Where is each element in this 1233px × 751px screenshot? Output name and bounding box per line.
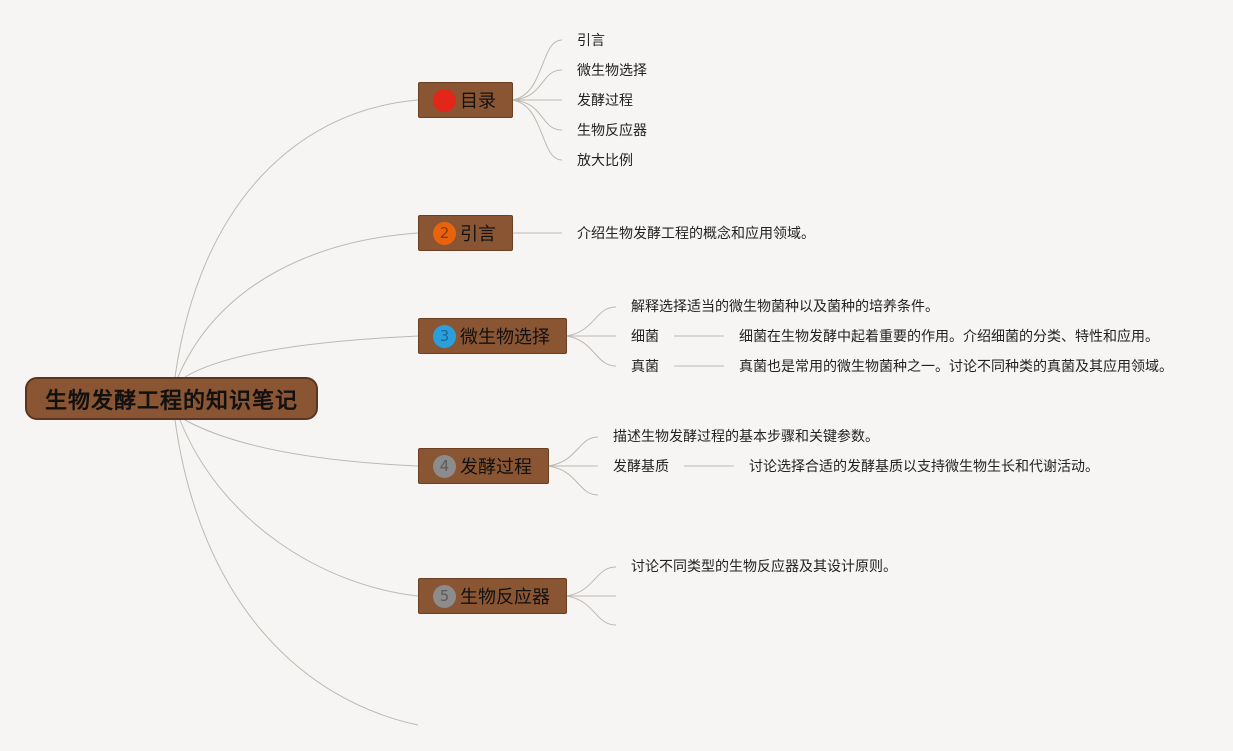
leaf-fungi[interactable]: 真菌 [631, 359, 659, 375]
badge-icon-1: 1 [433, 88, 456, 112]
connector-root-topic5 [179, 419, 419, 597]
connector-root-topic3 [184, 335, 419, 378]
topic-label: 生物反应器 [460, 587, 550, 608]
leaf-bacteria-detail[interactable]: 细菌在生物发酵中起着重要的作用。介绍细菌的分类、特性和应用。 [739, 329, 1159, 345]
topic-label: 发酵过程 [460, 457, 532, 478]
leaf-contents-scaleup[interactable]: 放大比例 [577, 153, 633, 169]
leaf-intro-description[interactable]: 介绍生物发酵工程的概念和应用领域。 [577, 226, 815, 242]
badge-icon-3: 3 [433, 324, 456, 348]
leaf-bioreactor-description[interactable]: 讨论不同类型的生物反应器及其设计原则。 [631, 559, 897, 575]
connector-root-topic2 [177, 232, 419, 378]
topic-label: 目录 [460, 91, 496, 112]
leaf-contents-intro[interactable]: 引言 [577, 33, 605, 49]
badge-icon-4: 4 [433, 454, 456, 478]
topic-bioreactor[interactable]: 5 生物反应器 [418, 578, 567, 614]
topic-label: 引言 [460, 224, 496, 245]
connector-root-topic1 [174, 99, 419, 378]
leaf-substrate-detail[interactable]: 讨论选择合适的发酵基质以支持微生物生长和代谢活动。 [749, 459, 1099, 475]
leaf-bacteria[interactable]: 细菌 [631, 329, 659, 345]
leaf-microbe-description[interactable]: 解释选择适当的微生物菌种以及菌种的培养条件。 [631, 299, 939, 315]
topic-fermentation-process[interactable]: 4 发酵过程 [418, 448, 549, 484]
leaf-substrate[interactable]: 发酵基质 [613, 459, 669, 475]
topic-label: 微生物选择 [460, 327, 550, 348]
badge-icon-5: 5 [433, 584, 456, 608]
topic-microbe-selection[interactable]: 3 微生物选择 [418, 318, 567, 354]
badge-icon-2: 2 [433, 221, 456, 245]
leaf-contents-microbe[interactable]: 微生物选择 [577, 63, 647, 79]
root-topic[interactable]: 生物发酵工程的知识笔记 [25, 377, 318, 420]
root-topic-title: 生物发酵工程的知识笔记 [44, 388, 298, 414]
connector-root-topic4 [184, 419, 419, 467]
leaf-contents-bioreactor[interactable]: 生物反应器 [577, 123, 647, 139]
topic-contents[interactable]: 1 目录 [418, 82, 513, 118]
connector-root-tail [174, 419, 419, 726]
leaf-contents-fermentation[interactable]: 发酵过程 [577, 93, 633, 109]
leaf-fermentation-description[interactable]: 描述生物发酵过程的基本步骤和关键参数。 [613, 429, 879, 445]
leaf-fungi-detail[interactable]: 真菌也是常用的微生物菌种之一。讨论不同种类的真菌及其应用领域。 [739, 359, 1173, 375]
topic-introduction[interactable]: 2 引言 [418, 215, 513, 251]
